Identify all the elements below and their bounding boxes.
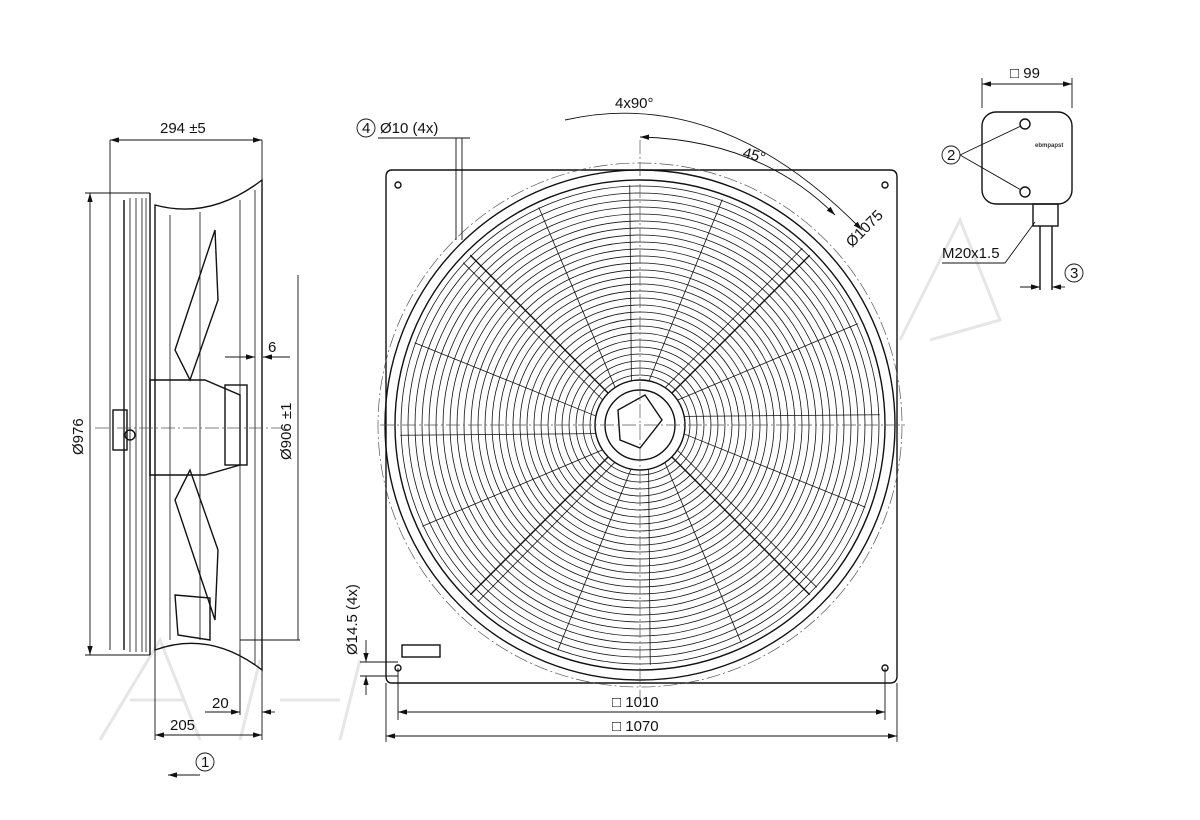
gap-dimension: 6 [268,339,276,356]
guard-strut [469,254,609,394]
grill-spoke [648,199,723,382]
base-depth-dimension: 205 [170,717,195,734]
grill-spoke [557,468,632,651]
offset-dimension: 20 [212,695,229,712]
depth-dimension: 294 ±5 [160,120,206,137]
bolt-circle-dimension: Ø1075 [843,207,887,251]
grill-spoke [677,449,818,588]
side-view [95,178,285,672]
grill-spoke [664,462,742,643]
guard-strut [671,254,811,394]
terminal-box: □ 99 2 M20x1.5 3 [941,65,1084,290]
front-view: ebmpapst [377,140,1063,700]
gland-label: M20x1.5 [942,245,1000,262]
grill-spoke [477,462,616,603]
mount-hole-dimension: Ø14.5 (4x) [344,584,361,655]
angle-dimension: 4x90° [615,95,654,112]
grill-spoke [629,185,632,381]
grill-spoke [414,342,597,417]
inner-square-dimension: □ 1010 [612,694,659,711]
grill-spoke [462,262,603,401]
grill-spoke [400,433,596,436]
grill-spoke [538,207,616,388]
half-angle-dimension: 45° [741,144,767,166]
brand-logo: ebmpapst [1035,143,1063,149]
outer-square-dimension: □ 1070 [612,718,659,735]
grill-spoke [683,433,866,508]
outer-diameter-dimension: Ø976 [70,418,87,455]
grill-spoke [677,323,858,401]
box-width-dimension: □ 99 [1010,65,1040,82]
guard-strut [469,456,609,596]
grill-spoke [422,449,603,527]
grill-spoke [664,247,803,388]
hole-marker: 4 [362,120,370,137]
guard-strut [671,456,811,596]
grill-spoke [648,469,651,665]
watermark [98,216,1003,741]
screw-marker: 2 [947,147,955,164]
airflow-marker: 1 [201,754,209,771]
grill-spoke [684,414,880,417]
cable-marker: 3 [1070,265,1078,282]
hole-dimension: Ø10 (4x) [380,120,438,137]
side-view-dimensions: 294 ±5 Ø976 Ø906 ±1 6 20 205 1 [70,120,300,778]
inner-diameter-dimension: Ø906 ±1 [278,403,295,460]
